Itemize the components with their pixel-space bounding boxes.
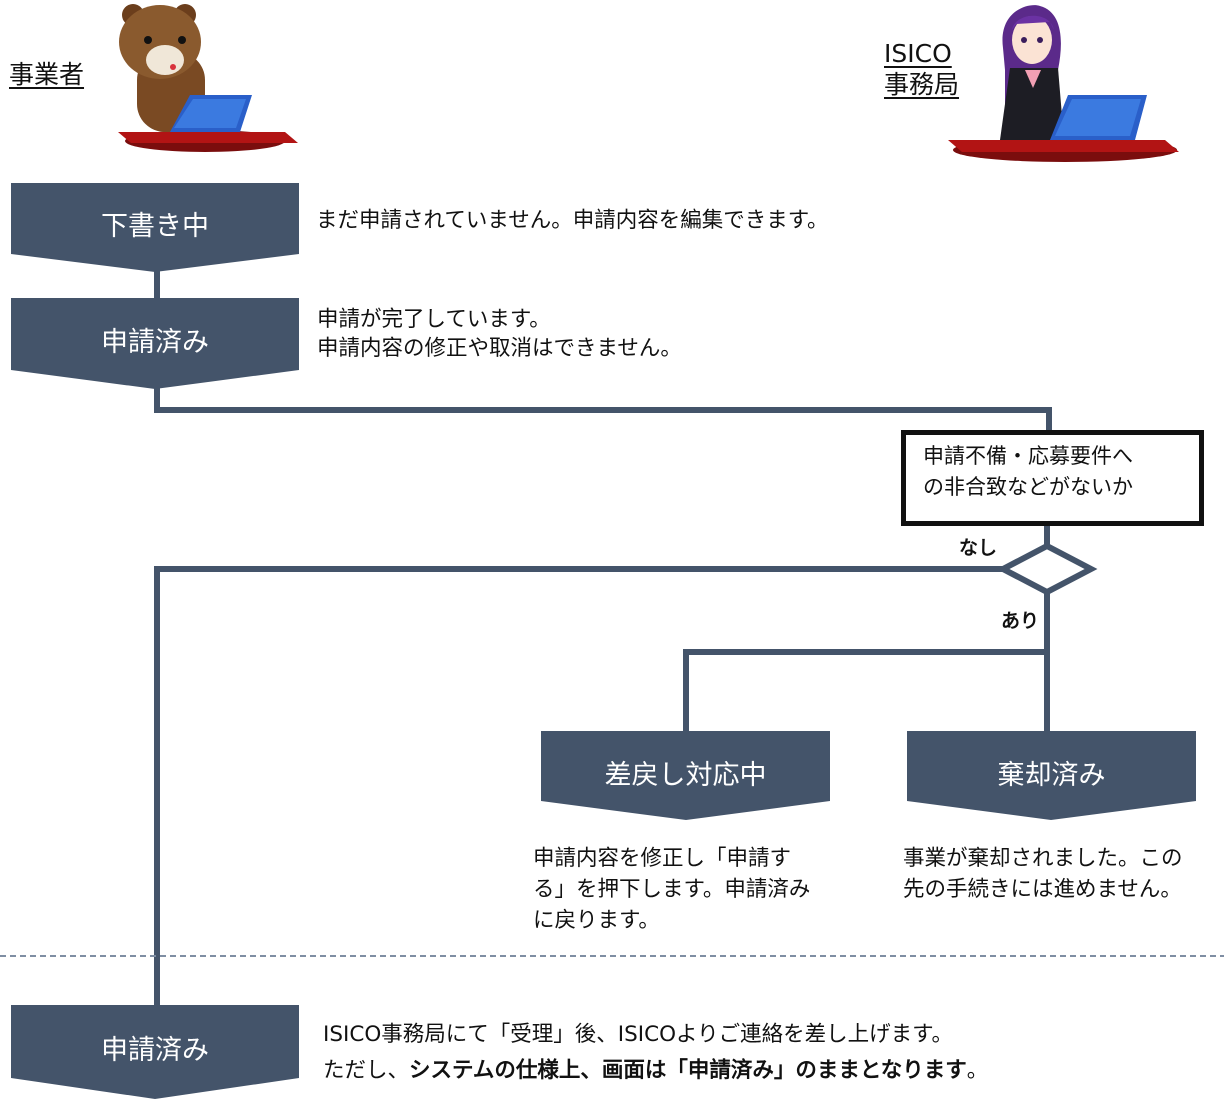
actor-office-label: ISICO 事務局 — [884, 38, 959, 100]
desc-draft: まだ申請されていません。申請内容を編集できます。 — [316, 208, 829, 233]
desc-returned-line1: 申請内容を修正し「申請す — [533, 846, 792, 871]
desc-rejected-line2: 先の手続きには進めません。 — [903, 877, 1182, 902]
desc-applied-line1: 申請が完了しています。 — [317, 307, 551, 332]
connector-none-branch — [154, 566, 1003, 1008]
status-box-applied-final — [11, 1005, 299, 1099]
condition-line2: の非合致などがないか — [923, 475, 1133, 499]
connector-to-returned — [683, 649, 1047, 731]
connector-applied-condition — [154, 375, 1052, 430]
status-box-applied — [11, 298, 299, 389]
status-applied-label: 申請済み — [101, 327, 209, 358]
desc-final-line2-plain: ただし、 — [323, 1058, 410, 1083]
status-rejected-label: 棄却済み — [997, 760, 1106, 791]
desc-rejected: 事業が棄却されました。この 先の手続きには進めません。 — [903, 843, 1183, 905]
branch-label-yes: あり — [1001, 610, 1040, 632]
office-avatar — [948, 5, 1179, 162]
status-box-returned — [541, 731, 830, 820]
desc-returned-line3: に戻ります。 — [533, 908, 660, 933]
status-box-draft — [11, 183, 299, 272]
desc-applied-line2: 申請内容の修正や取消はできません。 — [317, 336, 682, 361]
desc-returned-line2: る」を押下します。申請済み — [533, 877, 811, 902]
desc-final-line2-end: 。 — [966, 1058, 989, 1083]
decision-diamond — [996, 542, 1098, 596]
condition-box: 申請不備・応募要件へ の非合致などがないか — [901, 430, 1204, 526]
status-returned-label: 差戻し対応中 — [604, 760, 767, 791]
branch-label-no: なし — [959, 537, 998, 559]
status-box-rejected — [907, 731, 1196, 820]
desc-final-line2: ただし、システムの仕様上、画面は「申請済み」のままとなります。 — [323, 1053, 988, 1089]
actor-office-line2: 事務局 — [884, 70, 960, 99]
condition-line1: 申請不備・応募要件へ — [923, 444, 1133, 468]
actor-business-label: 事業者 — [9, 60, 85, 89]
desc-applied: 申請が完了しています。 申請内容の修正や取消はできません。 — [317, 305, 682, 363]
desc-final: ISICO事務局にて「受理」後、ISICOよりご連絡を差し上げます。 ただし、シ… — [323, 1017, 988, 1089]
bear-avatar — [118, 4, 298, 152]
desc-returned: 申請内容を修正し「申請す る」を押下します。申請済み に戻ります。 — [533, 843, 810, 936]
desc-rejected-line1: 事業が棄却されました。この — [903, 846, 1183, 871]
status-draft-label: 下書き中 — [101, 211, 209, 242]
desc-final-line1: ISICO事務局にて「受理」後、ISICOよりご連絡を差し上げます。 — [323, 1022, 953, 1047]
status-applied-final-label: 申請済み — [101, 1035, 209, 1066]
actor-office-line1: ISICO — [884, 39, 952, 68]
desc-final-line2-bold: システムの仕様上、画面は「申請済み」のままとなります — [409, 1058, 967, 1083]
